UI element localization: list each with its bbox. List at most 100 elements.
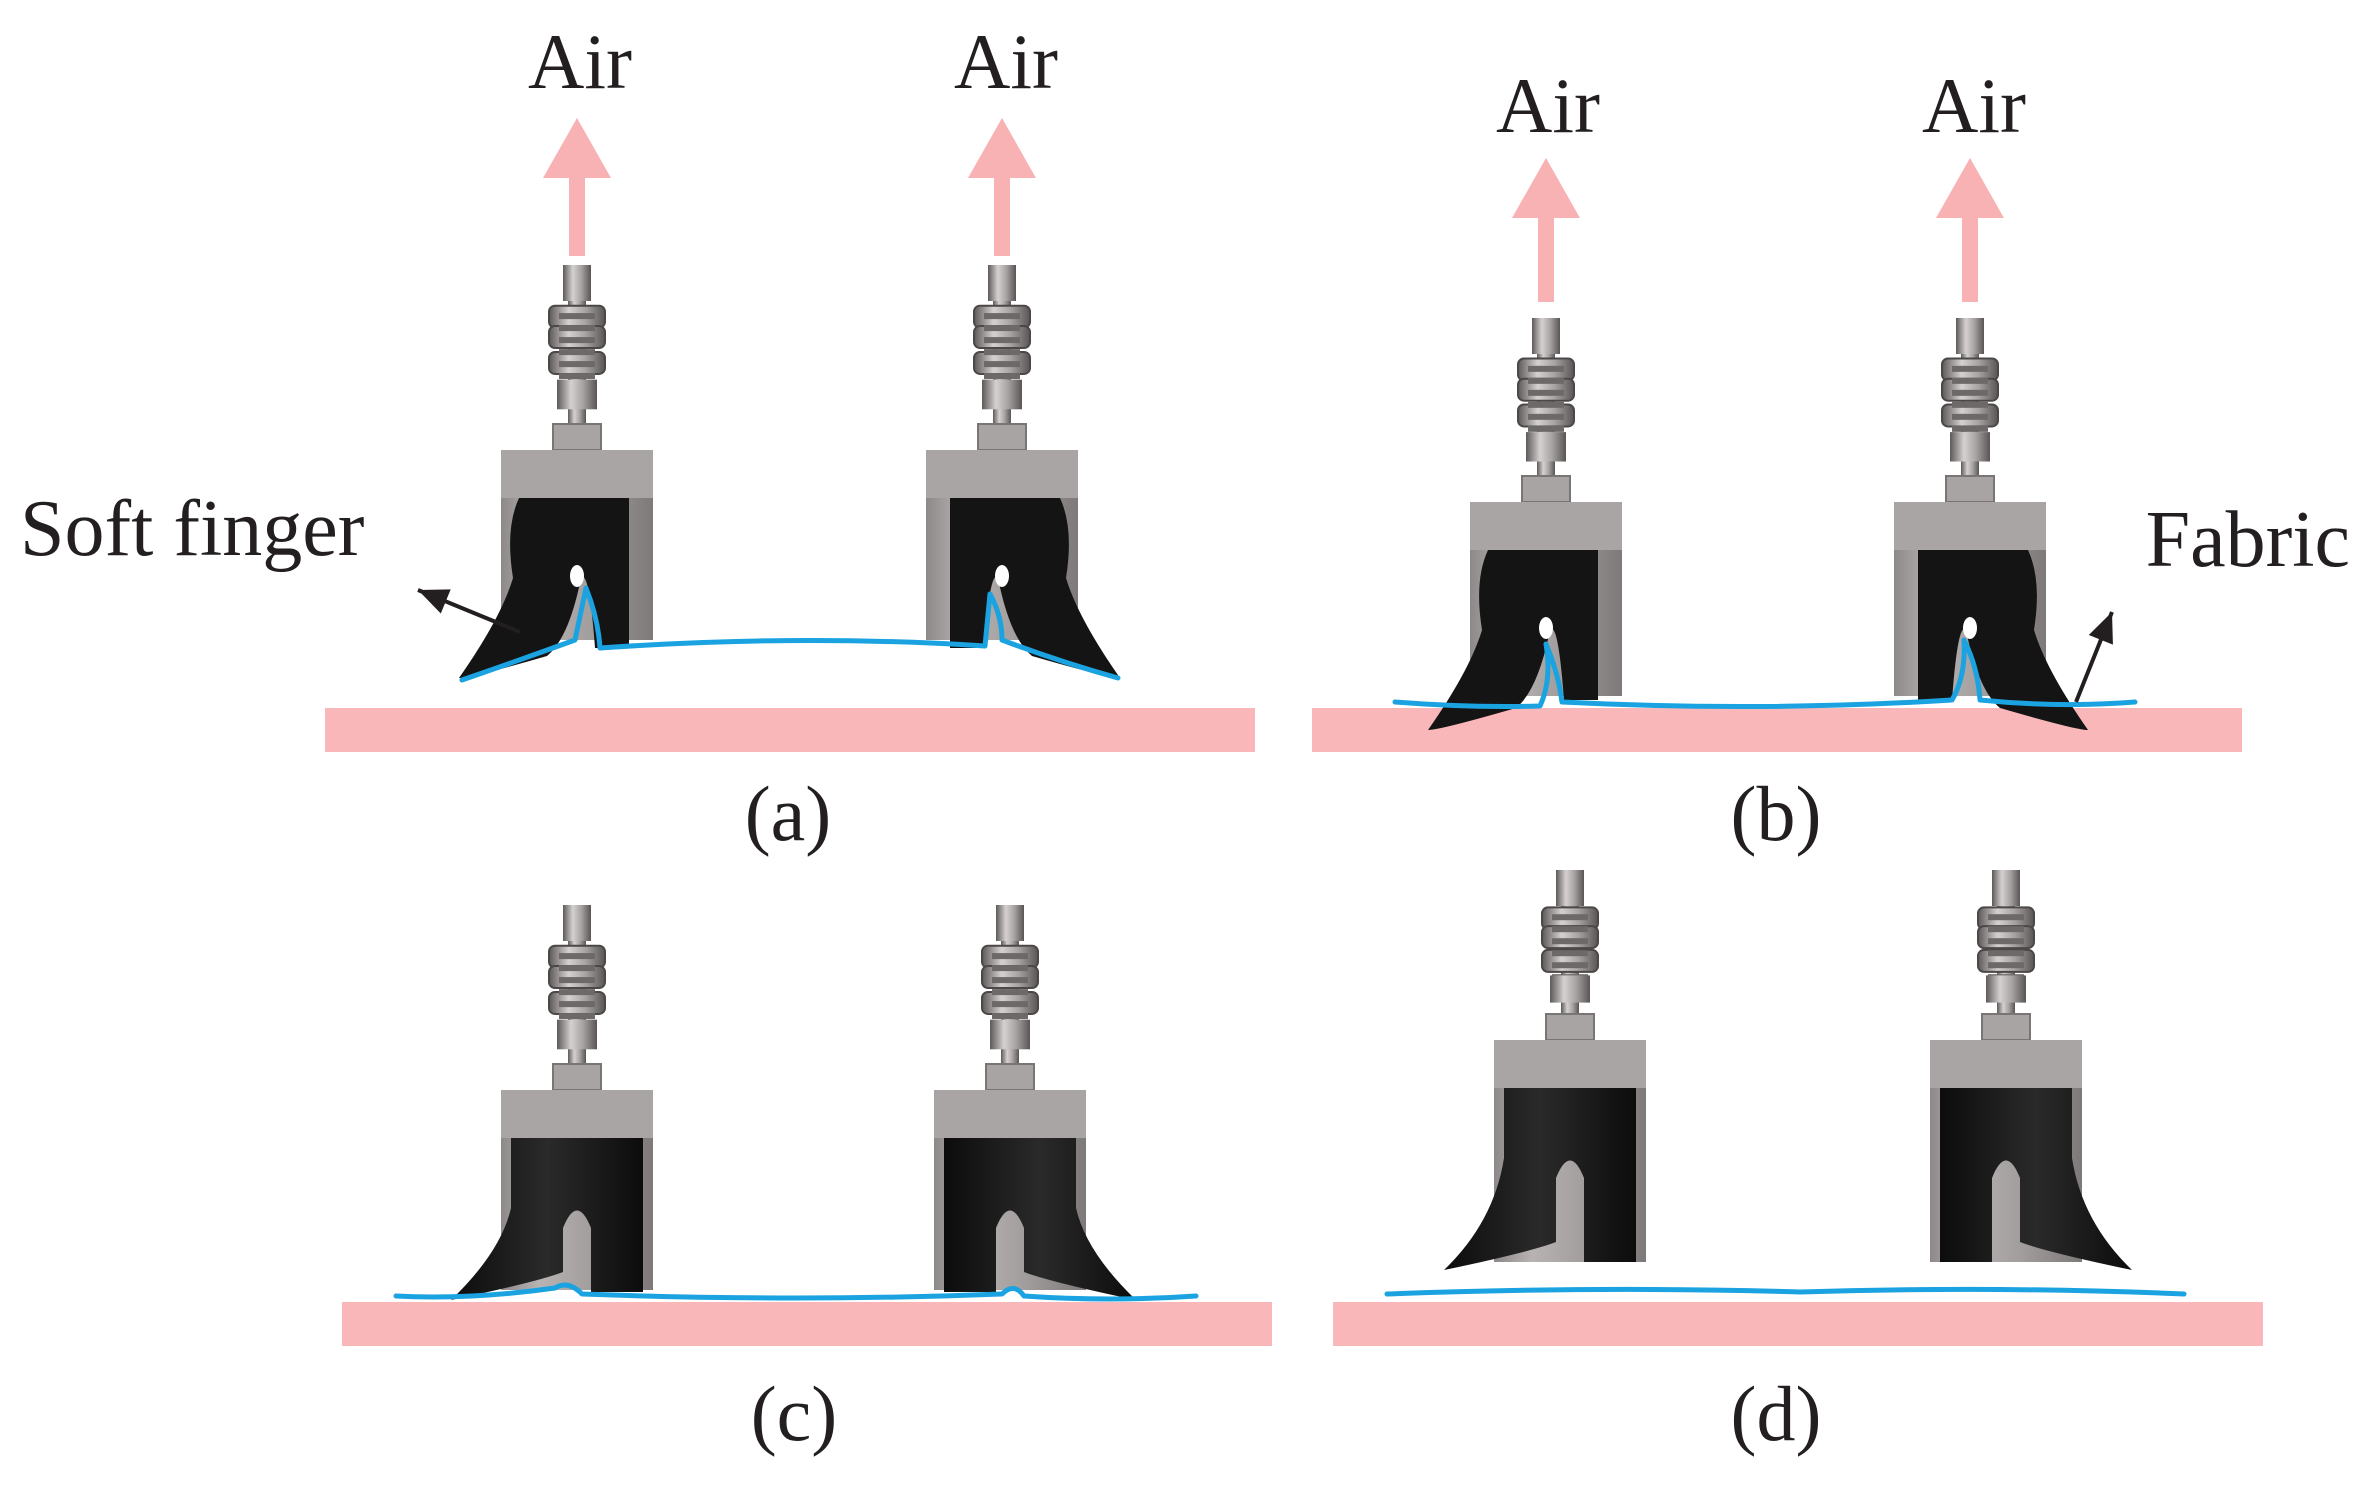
gripper-unit [1894,158,2088,730]
gripper-unit [451,905,653,1300]
fitting-thread [984,349,1020,356]
air-label: Air [528,18,632,105]
fitting-base [977,423,1027,451]
fitting-thread [1952,401,1988,408]
fitting-thread [992,965,1028,972]
fitting-base [1521,475,1571,503]
panel-caption-d: (d) [1731,1370,1822,1457]
fitting-thread [559,1013,595,1020]
gripper-unit [934,905,1136,1300]
fabric-line [1392,637,2138,710]
fitting-thread [1552,914,1588,921]
fitting-thread [1528,401,1564,408]
fitting-thread [1528,413,1564,420]
fitting-thread [1988,962,2024,969]
fabric-label: Fabric [2146,496,2350,584]
pointer-arrowhead-icon [2088,612,2113,645]
fitting-thread [1528,377,1564,384]
fitting-thread [1552,962,1588,969]
pointer-arrowhead-icon [418,589,451,614]
table-surface-d [1333,1302,2263,1346]
fitting-base [1545,1013,1595,1041]
fitting-thread [1528,365,1564,372]
fitting-base [1945,475,1995,503]
gripper-unit [1428,158,1622,730]
gripper-unit [926,118,1120,678]
fitting-thread [984,337,1020,344]
housing-cap [1894,502,2046,550]
housing-cap [1930,1040,2082,1088]
air-flow-arrow-icon [543,118,611,256]
fitting-collar [1526,432,1566,462]
fitting-thread [1952,365,1988,372]
gripper-unit [1930,870,2132,1270]
panel-caption-a: (a) [745,770,832,857]
fitting-thread [992,989,1028,996]
soft-finger-label: Soft finger [20,485,364,573]
fitting-thread [1528,389,1564,396]
soft-finger-curved [1444,1088,1636,1270]
fitting-tip [988,265,1016,301]
fitting-thread [559,965,595,972]
fitting-collar [982,379,1022,410]
fitting-collar [990,1019,1030,1050]
fitting-thread [1988,926,2024,933]
soft-finger-flat [459,498,629,678]
suction-hole [995,565,1009,587]
fabric-line [1384,1286,2187,1297]
fitting-thread [1552,950,1588,957]
fitting-tip [996,905,1024,941]
soft-finger-flat [950,498,1120,678]
fitting-tip [563,265,591,301]
fitting-thread [1952,425,1988,432]
fitting-collar [1986,975,2026,1003]
fitting-tip [1992,870,2020,906]
fitting-thread [559,337,595,344]
air-flow-arrow-icon [1936,158,2004,302]
fitting-thread [992,1013,1028,1020]
fitting-thread [559,313,595,320]
fitting-collar [1550,975,1590,1003]
housing-cap [501,1090,653,1138]
suction-hole [1539,617,1553,639]
fitting-thread [984,313,1020,320]
fitting-thread [1952,389,1988,396]
fitting-thread [559,977,595,984]
fitting-thread [1988,938,2024,945]
fitting-collar [557,379,597,410]
fitting-tip [1532,318,1560,354]
fitting-thread [1988,914,2024,921]
housing-cap [1470,502,1622,550]
fitting-thread [559,361,595,368]
fitting-thread [559,349,595,356]
fitting-thread [559,373,595,380]
fitting-base [552,1063,602,1091]
fitting-thread [1952,377,1988,384]
fitting-thread [559,989,595,996]
air-flow-arrow-icon [1512,158,1580,302]
gripper-unit [459,118,653,678]
fitting-base [1981,1013,2031,1041]
fitting-thread [1552,926,1588,933]
fitting-collar [557,1019,597,1050]
suction-hole [570,565,584,587]
fitting-tip [563,905,591,941]
housing-cap [1494,1040,1646,1088]
fitting-collar [1950,432,1990,462]
soft-finger-flat [1918,550,2088,730]
soft-finger-curved [944,1138,1136,1300]
fitting-thread [984,361,1020,368]
air-flow-arrow-icon [968,118,1036,256]
fitting-thread [992,977,1028,984]
fitting-base [985,1063,1035,1091]
fitting-thread [992,953,1028,960]
air-label: Air [1496,62,1600,149]
housing-cap [926,450,1078,498]
fabric-line [459,585,1121,683]
suction-hole [1963,617,1977,639]
fitting-thread [984,373,1020,380]
fitting-thread [1988,950,2024,957]
housing-cap [501,450,653,498]
table-surface-a [325,708,1255,752]
